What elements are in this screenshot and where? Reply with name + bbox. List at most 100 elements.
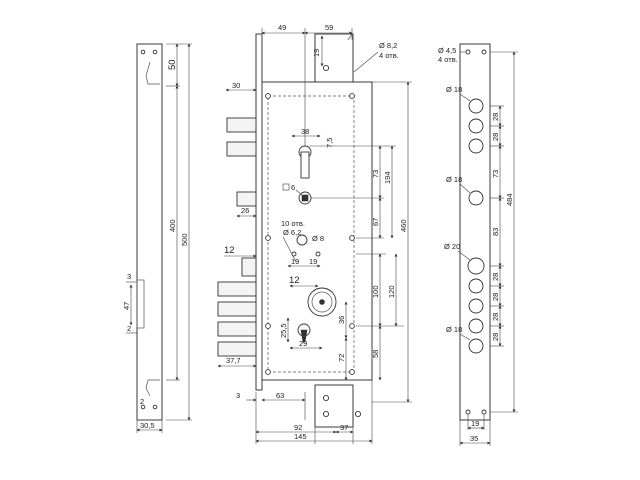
latch-hole [468, 190, 484, 206]
dim-19b: 19 [309, 257, 317, 266]
dim-38: 38 [301, 127, 309, 136]
dim-47: 47 [122, 302, 131, 310]
left-strip-hole [152, 49, 158, 55]
dim-3: 3 [127, 272, 131, 281]
bolt-hole [468, 118, 484, 134]
dim-19a: 19 [291, 257, 299, 266]
dim-460: 460 [399, 219, 408, 232]
dim-59: 59 [325, 23, 333, 32]
mid-hole [349, 235, 355, 241]
corner-hole [349, 93, 355, 99]
right-plate-hole [481, 409, 487, 415]
dim-8: Ø 8 [312, 234, 324, 243]
top-hole-count: 4 отв. [379, 51, 399, 60]
left-strip-bend-top [145, 61, 160, 85]
dim-28d: 28 [491, 293, 500, 301]
left-strip-hole [140, 404, 146, 410]
corner-hole [349, 369, 355, 375]
dim-50: 50 [167, 59, 178, 70]
main-bolt [217, 301, 257, 317]
left-strip-outline [136, 43, 163, 421]
right-plate-outline [459, 43, 491, 421]
main-bolt [217, 281, 257, 297]
corner-hole [265, 93, 271, 99]
left-strip-hole [152, 404, 158, 410]
latch-bolt [236, 191, 257, 207]
dim-194: 194 [383, 171, 392, 184]
dim-7-5: 7,5 [325, 138, 334, 148]
dim-28a: 28 [491, 113, 500, 121]
small-hole [315, 251, 321, 257]
dim-28c: 28 [491, 273, 500, 281]
dim-29: 29 [299, 339, 307, 348]
handle-hole [296, 234, 308, 246]
dim-58: 58 [371, 350, 380, 358]
dim-484: 484 [505, 193, 514, 206]
dim-83: 83 [491, 228, 500, 236]
dim-6-2: Ø 6,2 [283, 228, 301, 237]
dim-sq-6: 6 [291, 183, 295, 192]
dim-73: 73 [371, 170, 380, 178]
main-bolt [217, 321, 257, 337]
dim-92: 92 [294, 423, 302, 432]
upper-bolt [226, 117, 257, 133]
upper-bolt [226, 141, 257, 157]
hole-20: Ø 20 [444, 242, 460, 251]
tab-hole [322, 410, 330, 418]
lock-case-inner [267, 95, 355, 373]
dim-2a: 2 [127, 324, 131, 333]
corner-hole [265, 369, 271, 375]
dim-72: 72 [337, 354, 346, 362]
dim-35: 35 [470, 434, 478, 443]
dim-19-right: 19 [471, 419, 479, 428]
hole-18b: Ø 18 [446, 175, 462, 184]
tab-hole [354, 410, 362, 418]
dim-37: 37 [340, 423, 348, 432]
dim-3: 3 [236, 391, 240, 400]
bolt-hole [468, 138, 484, 154]
dim-30-5: 30,5 [140, 421, 155, 430]
bolt-hole [468, 278, 484, 294]
dim-36: 36 [337, 316, 346, 324]
main-bolt [217, 341, 257, 357]
dim-67: 67 [371, 218, 380, 226]
mid-hole [265, 235, 271, 241]
dim-19-top: 19 [312, 49, 321, 57]
dim-400: 400 [168, 219, 177, 232]
dim-30: 30 [232, 81, 240, 90]
dim-73-right: 73 [491, 170, 500, 178]
dim-12a: 12 [224, 245, 235, 256]
left-strip-slot [136, 279, 145, 329]
right-top-spec: Ø 4,5 [438, 46, 456, 55]
dim-28b: 28 [491, 133, 500, 141]
tab-hole [322, 64, 330, 72]
dim-500: 500 [180, 233, 189, 246]
dim-37-7: 37,7 [226, 356, 241, 365]
dim-28e: 28 [491, 313, 500, 321]
top-tab [314, 33, 354, 83]
faceplate [255, 33, 263, 391]
dim-25-5: 25,5 [279, 323, 288, 338]
cylinder-slot [300, 151, 310, 179]
dim-2b: 2 [140, 397, 144, 406]
left-strip-bend-bottom [145, 379, 160, 397]
hole-18c: Ø 18 [446, 325, 462, 334]
ten-holes: 10 отв. [281, 219, 305, 228]
dim-63: 63 [276, 391, 284, 400]
bolt-hole [468, 318, 484, 334]
dim-120: 120 [387, 285, 396, 298]
right-plate-hole [465, 49, 471, 55]
top-hole-spec: Ø 8,2 [379, 41, 397, 50]
lock-body: 49 59 19 Ø 8,2 4 отв. 30 38 7,5 73 194 2… [217, 23, 412, 444]
hole-18a: Ø 18 [446, 85, 462, 94]
left-strip-hole [140, 49, 146, 55]
dim-28f: 28 [491, 333, 500, 341]
dim-49: 49 [278, 23, 286, 32]
dim-100: 100 [371, 285, 380, 298]
right-plate-hole [481, 49, 487, 55]
bolt-hole [467, 257, 485, 275]
right-plate-hole [465, 409, 471, 415]
dim-145: 145 [294, 432, 307, 441]
night-latch [241, 257, 257, 277]
